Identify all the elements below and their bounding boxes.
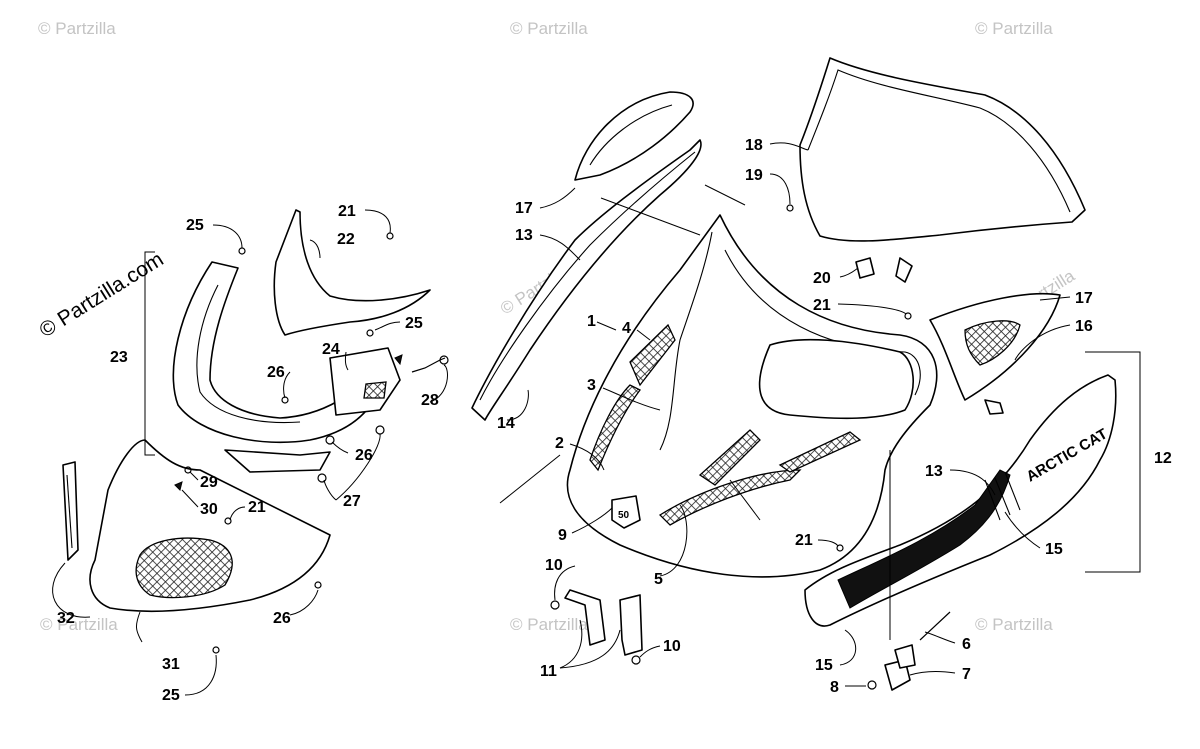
callout-22: 22: [337, 231, 355, 248]
callout-17: 17: [1075, 290, 1093, 307]
callout-25: 25: [186, 217, 204, 234]
callout-30: 30: [200, 501, 218, 518]
callout-17: 17: [515, 200, 533, 217]
badge-text: 50: [618, 510, 630, 521]
part-17-top-cap: [574, 91, 694, 181]
center-leaders: [499, 142, 1071, 669]
callout-21: 21: [248, 499, 266, 516]
part-24-insert: [329, 347, 401, 416]
part-15-stripe: [837, 469, 1011, 609]
callout-14: 14: [497, 415, 515, 432]
callout-9: 9: [558, 527, 567, 544]
screw-25-top: [238, 247, 246, 255]
left-assembly: [62, 209, 449, 654]
watermark-bottom-right: © Partzilla: [975, 615, 1053, 634]
callout-23: 23: [110, 349, 128, 366]
callout-29: 29: [200, 474, 218, 491]
callout-21: 21: [795, 532, 813, 549]
left-leaders: [52, 209, 448, 696]
callout-25: 25: [405, 315, 423, 332]
left-labels: 25 21 22 23 25 24 26 28 26 27 29 30 21 3…: [57, 203, 439, 704]
part-4-vent-left: [629, 323, 676, 387]
callout-18: 18: [745, 137, 763, 154]
callout-12: 12: [1154, 450, 1172, 467]
callout-1: 1: [587, 313, 596, 330]
callout-13: 13: [925, 463, 943, 480]
watermark-bottom-center: © Partzilla: [510, 615, 588, 634]
callout-32: 32: [57, 610, 75, 627]
callout-28: 28: [421, 392, 439, 409]
part-18-windshield: [799, 57, 1086, 242]
center-assembly: 50: [471, 57, 1086, 665]
center-labels: 17 13 14 1 4 3 2 9 5 10 11 10 18 19 20 2…: [497, 137, 1093, 680]
callout-15: 15: [815, 657, 833, 674]
callout-24: 24: [322, 341, 340, 358]
callout-27: 27: [343, 493, 361, 510]
callout-26: 26: [273, 610, 291, 627]
callout-10: 10: [545, 557, 563, 574]
callout-5: 5: [654, 571, 663, 588]
part-1-hood: [566, 214, 938, 578]
callout-25: 25: [162, 687, 180, 704]
callout-11: 11: [540, 663, 557, 680]
callout-6: 6: [962, 636, 971, 653]
callout-31: 31: [162, 656, 180, 673]
callout-8: 8: [830, 679, 839, 696]
part-13-rail: [471, 139, 702, 421]
part-31-grille: [135, 537, 233, 599]
right-labels: 12 13 15 21 15 6 7 8: [795, 450, 1172, 696]
watermark-top-right: © Partzilla: [975, 19, 1053, 38]
callout-20: 20: [813, 270, 831, 287]
watermark-main: © Partzilla.com: [35, 248, 167, 342]
callout-21: 21: [338, 203, 356, 220]
part-22-panel: [273, 209, 431, 336]
right-assembly: ARCTIC CAT: [804, 374, 1117, 691]
callout-26: 26: [355, 447, 373, 464]
callout-13: 13: [515, 227, 533, 244]
watermark-top-center: © Partzilla: [510, 19, 588, 38]
right-leaders: [817, 351, 1141, 687]
callout-19: 19: [745, 167, 763, 184]
callout-2: 2: [555, 435, 564, 452]
watermark-bottom-left: © Partzilla: [40, 615, 118, 634]
callout-7: 7: [962, 666, 971, 683]
callout-26: 26: [267, 364, 285, 381]
part-32-trim: [62, 461, 79, 561]
watermark-top-left: © Partzilla: [38, 19, 116, 38]
callout-10: 10: [663, 638, 681, 655]
callout-15: 15: [1045, 541, 1063, 558]
part-9-badge: [611, 495, 641, 529]
callout-4: 4: [622, 320, 631, 337]
callout-3: 3: [587, 377, 596, 394]
callout-16: 16: [1075, 318, 1093, 335]
part-5-vent-lower: [658, 469, 802, 526]
part-3-vent: [589, 384, 641, 472]
callout-21: 21: [813, 297, 831, 314]
